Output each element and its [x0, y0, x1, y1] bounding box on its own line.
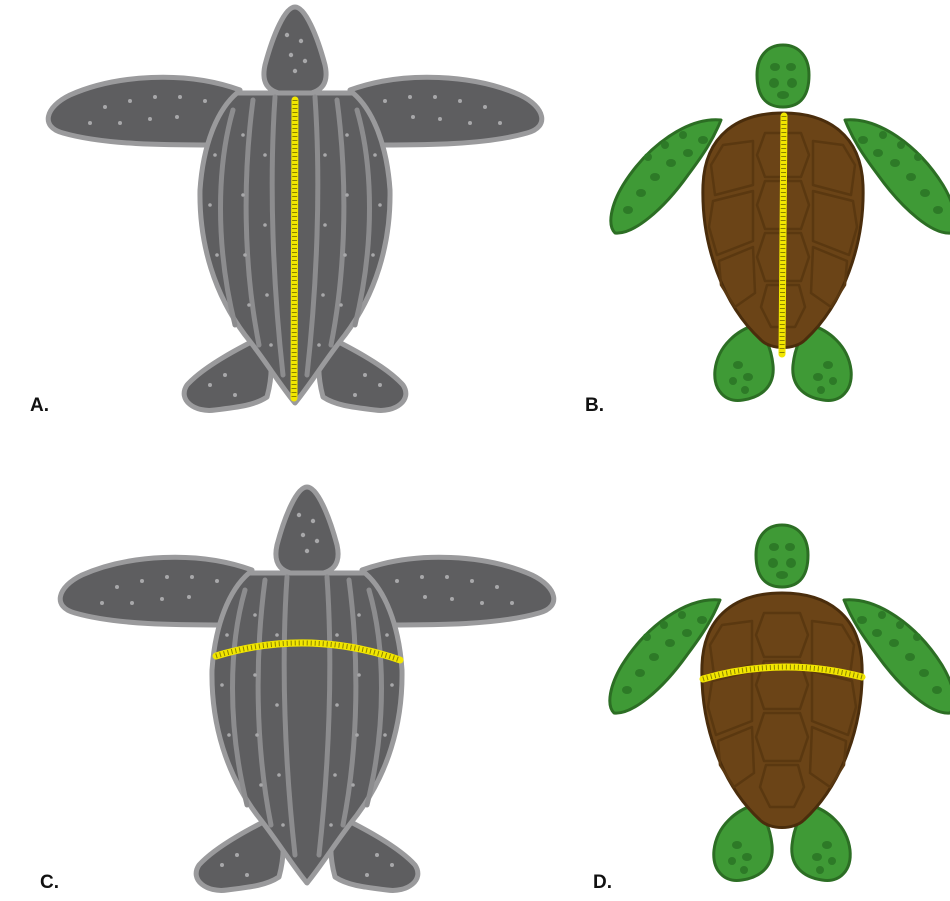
panel-label-d: D.	[593, 872, 612, 894]
green-turtle-icon	[610, 525, 950, 880]
turtle-c	[60, 487, 554, 890]
turtle-d	[610, 525, 950, 880]
measure-line-b	[782, 116, 784, 354]
measure-line-a	[294, 100, 295, 398]
panel-label-b: B.	[585, 395, 604, 417]
panel-label-c: C.	[40, 872, 59, 894]
leatherback-turtle-icon	[60, 487, 554, 890]
panel-label-a: A.	[30, 395, 49, 417]
